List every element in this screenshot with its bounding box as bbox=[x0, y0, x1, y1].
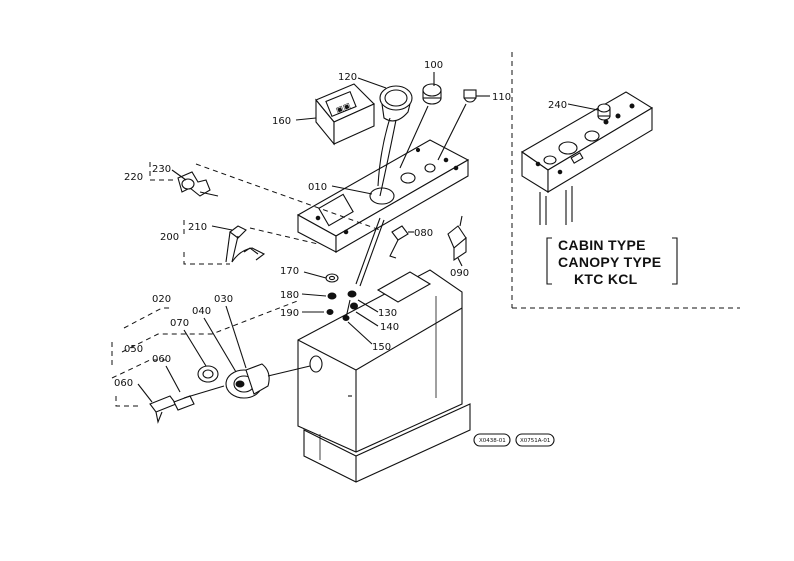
label-180: 180 bbox=[280, 290, 299, 301]
part-080-connector bbox=[389, 225, 409, 259]
leader-120 bbox=[357, 77, 387, 89]
label-060-upper: 060 bbox=[152, 354, 171, 365]
stamp-1-border bbox=[473, 433, 511, 447]
leader-070 bbox=[183, 329, 207, 367]
parts-130-150-bolts bbox=[342, 217, 385, 321]
label-230: 230 bbox=[152, 164, 171, 175]
stamp-1: X0438-01 bbox=[479, 438, 506, 444]
leader-100b bbox=[399, 105, 429, 169]
label-080: 080 bbox=[414, 228, 433, 239]
label-060-lower: 060 bbox=[114, 378, 133, 389]
part-160-hour-meter: ▣▣ bbox=[315, 83, 375, 146]
label-150: 150 bbox=[372, 342, 391, 353]
part-120-gauge bbox=[377, 85, 413, 197]
part-210-socket bbox=[183, 220, 266, 265]
parts-170-190-nuts bbox=[325, 273, 339, 315]
leader-180 bbox=[301, 293, 327, 297]
leader-140 bbox=[355, 311, 379, 327]
bracket-020 bbox=[111, 307, 172, 368]
leader-030 bbox=[225, 305, 247, 369]
stamp-2-border bbox=[515, 433, 555, 447]
label-110: 110 bbox=[492, 92, 511, 103]
label-040: 040 bbox=[192, 306, 211, 317]
drawing-stamps: X0438-01 X0751A-01 bbox=[473, 433, 555, 447]
leader-170 bbox=[303, 271, 327, 279]
inset-panel: 240 CABIN TYPE CANOPY TYPE KTC KCL bbox=[511, 52, 740, 309]
inset-bracket-left bbox=[546, 237, 552, 285]
label-030: 030 bbox=[214, 294, 233, 305]
inset-line-2: CANOPY TYPE bbox=[558, 254, 661, 270]
label-050: 050 bbox=[124, 344, 143, 355]
part-230-switch bbox=[149, 162, 219, 197]
leader-200-dash bbox=[249, 227, 319, 245]
label-240: 240 bbox=[548, 100, 567, 111]
leader-210 bbox=[211, 225, 233, 231]
part-100-lamp bbox=[422, 83, 442, 105]
part-090-switch bbox=[447, 215, 467, 262]
leader-060-lower bbox=[137, 383, 153, 403]
label-020: 020 bbox=[152, 294, 171, 305]
label-140: 140 bbox=[380, 322, 399, 333]
leader-010 bbox=[331, 185, 373, 195]
label-070: 070 bbox=[170, 318, 189, 329]
label-220: 220 bbox=[124, 172, 143, 183]
leader-160 bbox=[295, 117, 317, 121]
bracket-060 bbox=[115, 396, 140, 407]
leader-240 bbox=[567, 103, 599, 111]
label-200: 200 bbox=[160, 232, 179, 243]
label-130: 130 bbox=[378, 308, 397, 319]
leader-090 bbox=[457, 257, 463, 267]
stamp-2: X0751A-01 bbox=[520, 438, 550, 444]
label-170: 170 bbox=[280, 266, 299, 277]
label-190: 190 bbox=[280, 308, 299, 319]
leader-110b bbox=[437, 103, 467, 161]
leader-220-dash bbox=[195, 163, 381, 231]
leader-040 bbox=[203, 317, 237, 373]
inset-line-1: CABIN TYPE bbox=[558, 237, 646, 253]
cabin-panel-drawing bbox=[520, 91, 654, 225]
inset-bracket-right bbox=[672, 237, 678, 285]
label-010: 010 bbox=[308, 182, 327, 193]
part-110-knob bbox=[463, 89, 477, 103]
leader-060-upper bbox=[165, 365, 181, 393]
key-switch-group bbox=[111, 299, 311, 424]
label-090: 090 bbox=[450, 268, 469, 279]
label-120: 120 bbox=[338, 72, 357, 83]
label-100: 100 bbox=[424, 60, 443, 71]
leader-230 bbox=[171, 169, 187, 181]
label-210: 210 bbox=[188, 222, 207, 233]
dash-panel bbox=[296, 139, 471, 483]
inset-line-3: KTC KCL bbox=[574, 271, 638, 287]
label-160: 160 bbox=[272, 116, 291, 127]
leader-150 bbox=[347, 321, 373, 345]
leader-130 bbox=[357, 299, 379, 313]
